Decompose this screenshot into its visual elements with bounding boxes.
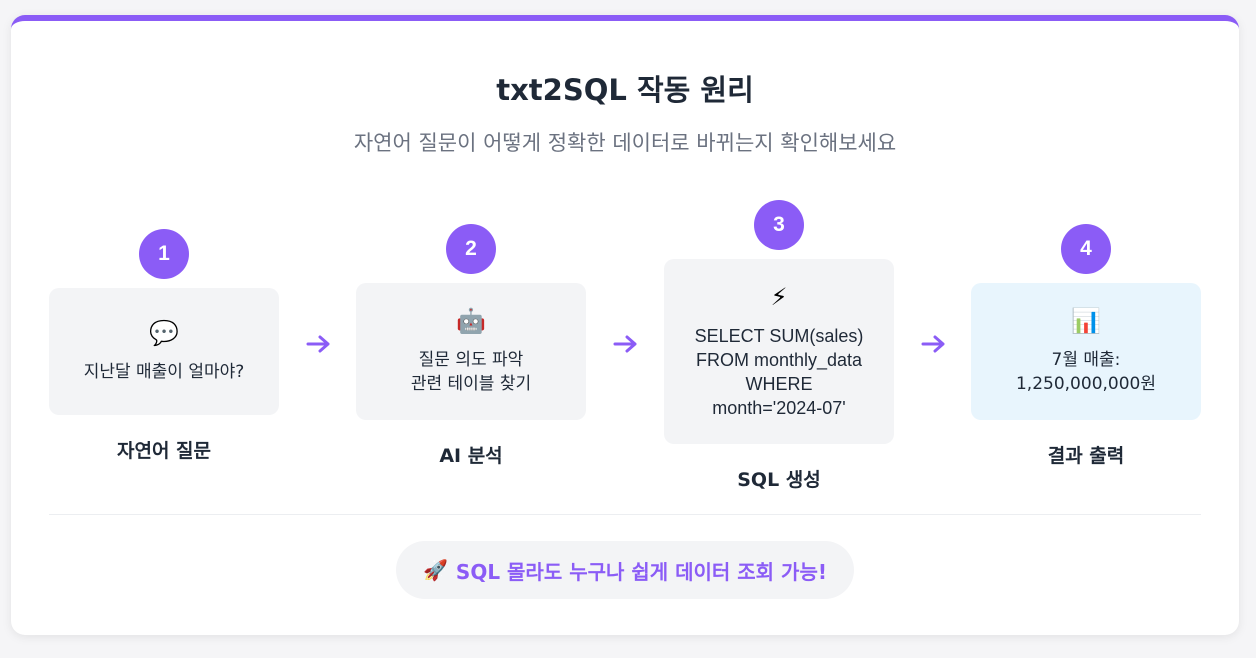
step-label: 결과 출력 — [1047, 445, 1125, 467]
step-number-badge: 1 — [139, 229, 189, 279]
card: txt2SQL 작동 원리 자연어 질문이 어떻게 정확한 데이터로 바뀌는지 … — [11, 15, 1239, 635]
step-number-badge: 4 — [1061, 224, 1111, 274]
step-box: 💬 지난달 매출이 얼마야? — [49, 288, 279, 415]
footer-banner: 🚀 SQL 몰라도 누구나 쉽게 데이터 조회 가능! — [396, 541, 854, 599]
step-text: 질문 의도 파악 관련 테이블 찾기 — [410, 349, 532, 394]
bar-chart-icon: 📊 — [1071, 307, 1101, 335]
step-box: ⚡ SELECT SUM(sales) FROM monthly_data WH… — [664, 259, 894, 444]
result-box: 📊 7월 매출: 1,250,000,000원 — [971, 283, 1201, 420]
footer-text: SQL 몰라도 누구나 쉽게 데이터 조회 가능! — [455, 559, 827, 584]
step-label: SQL 생성 — [737, 469, 821, 491]
speech-bubble-icon: 💬 — [149, 319, 179, 347]
step-text: 7월 매출: 1,250,000,000원 — [1015, 349, 1156, 394]
step-number-badge: 3 — [754, 200, 804, 250]
arrow-right-icon — [613, 335, 637, 353]
step-label: AI 분석 — [439, 445, 503, 467]
arrow-right-icon — [306, 335, 330, 353]
arrow-right-icon — [921, 335, 945, 353]
step-text: 지난달 매출이 얼마야? — [83, 361, 245, 382]
page-title: txt2SQL 작동 원리 — [496, 73, 754, 107]
divider — [49, 514, 1201, 515]
robot-icon: 🤖 — [456, 307, 486, 335]
step-label: 자연어 질문 — [116, 440, 211, 462]
sql-code: SELECT SUM(sales) FROM monthly_data WHER… — [694, 325, 864, 418]
step-box: 🤖 질문 의도 파악 관련 테이블 찾기 — [356, 283, 586, 420]
lightning-icon: ⚡ — [770, 283, 788, 311]
step-number-badge: 2 — [446, 224, 496, 274]
page-subtitle: 자연어 질문이 어떻게 정확한 데이터로 바뀌는지 확인해보세요 — [353, 131, 897, 155]
rocket-icon: 🚀 — [423, 558, 448, 582]
